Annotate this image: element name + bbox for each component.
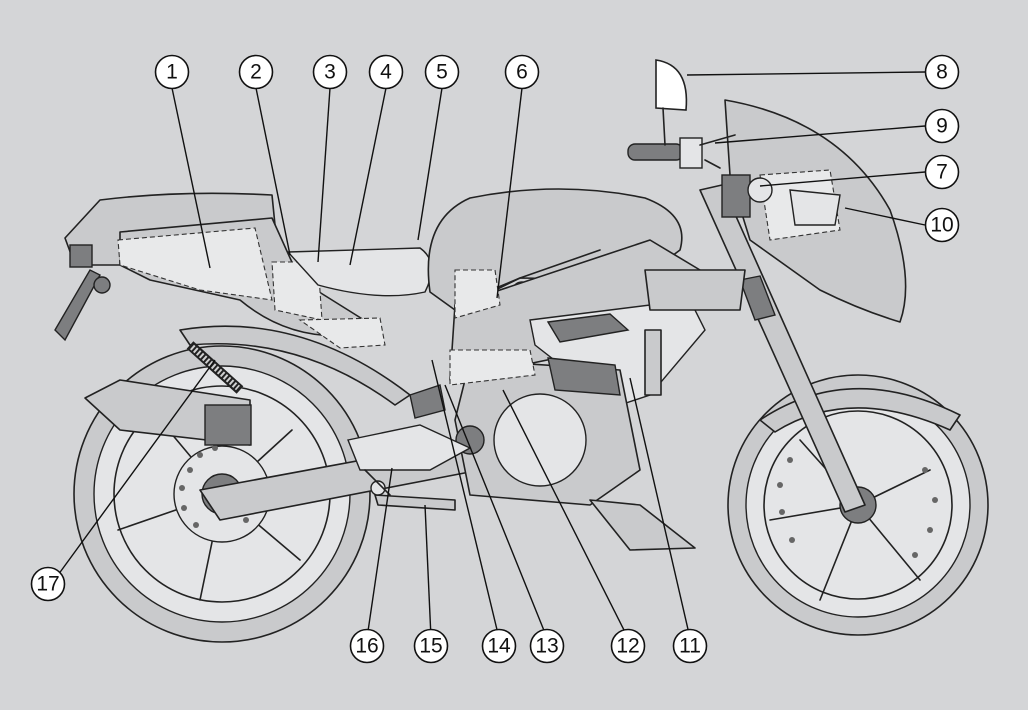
handlebar (627, 134, 736, 169)
callout-13-number: 13 (535, 635, 558, 658)
callout-4-number: 4 (380, 61, 392, 84)
callout-9: 9 (924, 108, 960, 144)
callout-15: 15 (413, 628, 449, 664)
callout-13: 13 (529, 628, 565, 664)
callout-14: 14 (481, 628, 517, 664)
motorcycle-illustration (54, 59, 989, 643)
callout-8-number: 8 (936, 61, 948, 84)
callout-11: 11 (672, 628, 708, 664)
footrest-bracket (347, 424, 472, 471)
callout-11-number: 11 (679, 635, 701, 658)
dashed-area-1 (117, 227, 273, 301)
callout-5-number: 5 (436, 61, 448, 84)
callout-10: 10 (924, 207, 960, 243)
callout-12-number: 12 (616, 635, 639, 658)
radiator-grille (546, 313, 630, 343)
callout-10-number: 10 (930, 214, 953, 237)
callout-7-number: 7 (936, 161, 948, 184)
callout-14-number: 14 (487, 635, 511, 658)
callout-15-number: 15 (419, 635, 442, 658)
leader-lines (57, 71, 926, 639)
belly-pan (589, 499, 696, 551)
callout-17: 17 (30, 566, 66, 602)
engine (454, 357, 641, 506)
callout-17-number: 17 (36, 573, 59, 596)
callout-4: 4 (368, 54, 404, 90)
callout-8: 8 (924, 54, 960, 90)
callout-16: 16 (349, 628, 385, 664)
callout-12: 12 (610, 628, 646, 664)
callout-16-number: 16 (355, 635, 378, 658)
callout-7: 7 (924, 154, 960, 190)
callout-6: 6 (504, 54, 540, 90)
callout-5: 5 (424, 54, 460, 90)
rear-shock-spring (186, 341, 244, 394)
kickstand (54, 269, 101, 342)
mirror (655, 59, 688, 146)
callout-3: 3 (312, 54, 348, 90)
callout-1-number: 1 (166, 61, 178, 84)
callout-2-number: 2 (250, 61, 262, 84)
gear-pedal (374, 494, 456, 511)
callout-1: 1 (154, 54, 190, 90)
callout-2: 2 (238, 54, 274, 90)
front-fork (699, 184, 866, 513)
callout-9-number: 9 (936, 115, 948, 138)
callout-3-number: 3 (324, 61, 336, 84)
callout-6-number: 6 (516, 61, 528, 84)
